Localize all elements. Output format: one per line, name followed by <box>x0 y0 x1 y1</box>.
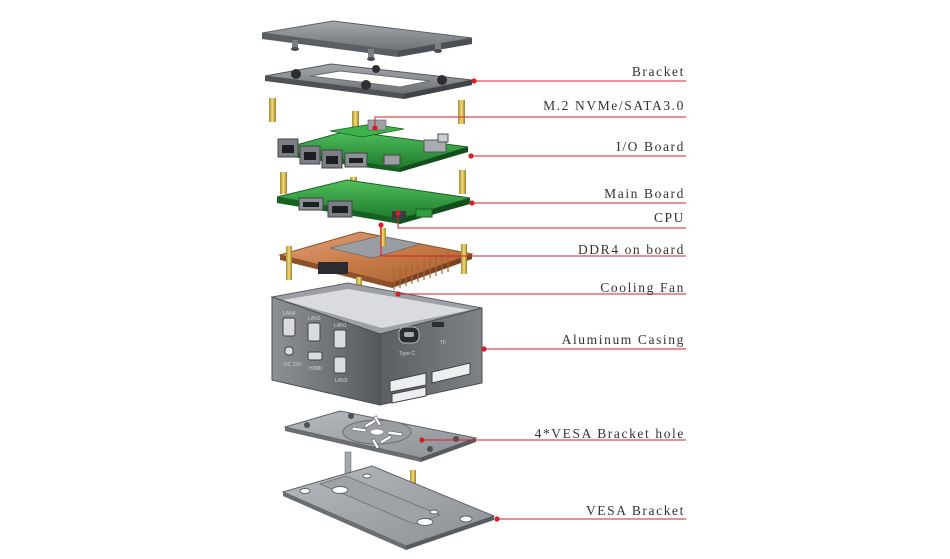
leader-line-cpu <box>397 213 686 229</box>
callouts: Bracket M.2 NVMe/SATA3.0 I/O Board Main … <box>372 64 686 522</box>
label-cpu: CPU <box>654 210 685 225</box>
leader-dot-bracket <box>471 78 477 84</box>
leader-dot-io-board <box>468 153 474 159</box>
leader-dot-m2 <box>372 125 378 131</box>
lan4-marking: LAN4 <box>283 311 296 317</box>
leader-dot-ddr4 <box>378 222 384 228</box>
standoffs-upper <box>269 98 465 135</box>
leader-dot-cooling-fan <box>395 291 401 297</box>
lan2-marking: LAN2 <box>308 316 321 322</box>
heatsink-fins <box>393 252 449 290</box>
tf-marking: TF <box>440 340 446 346</box>
label-ddr4: DDR4 on board <box>578 242 685 257</box>
io-board <box>277 119 469 172</box>
label-cooling-fan: Cooling Fan <box>600 280 685 295</box>
leader-dot-vesa-hole <box>419 437 425 443</box>
label-main-board: Main Board <box>604 186 685 201</box>
aluminum-casing: LAN4 LAN2 LAN1 DC 12V HDMI LAN3 Type-C T… <box>270 282 483 406</box>
lan1-marking: LAN1 <box>334 323 347 329</box>
label-io-board: I/O Board <box>616 139 685 154</box>
casing-front-ports: LAN4 LAN2 LAN1 DC 12V HDMI LAN3 <box>282 311 348 384</box>
top-lid <box>261 20 473 61</box>
label-vesa-bracket: VESA Bracket <box>586 503 685 518</box>
leader-line-m2 <box>374 116 686 128</box>
label-vesa-hole: 4*VESA Bracket hole <box>535 426 685 441</box>
main-board <box>276 179 471 224</box>
io-ports <box>277 133 449 169</box>
bracket-frame <box>264 63 473 99</box>
vesa-bracket-plate <box>281 465 496 550</box>
vent-pattern <box>351 415 403 450</box>
casing-side-ports: Type-C TF <box>389 322 471 404</box>
leader-dot-main-board <box>469 200 475 206</box>
leader-line-ddr4 <box>380 225 686 257</box>
leader-dot-vesa-bracket <box>494 516 500 522</box>
dc-marking: DC 12V <box>284 362 302 368</box>
type-c-marking: Type-C <box>399 351 416 357</box>
leader-dot-casing <box>481 346 487 352</box>
label-bracket: Bracket <box>632 64 685 79</box>
leader-dot-cpu <box>395 210 401 216</box>
hdmi-marking: HDMI <box>309 366 322 372</box>
label-m2: M.2 NVMe/SATA3.0 <box>543 98 685 113</box>
vesa-hole-plate <box>283 410 478 490</box>
label-casing: Aluminum Casing <box>562 332 685 347</box>
lan3-marking: LAN3 <box>335 378 348 384</box>
heatsink <box>278 228 474 291</box>
